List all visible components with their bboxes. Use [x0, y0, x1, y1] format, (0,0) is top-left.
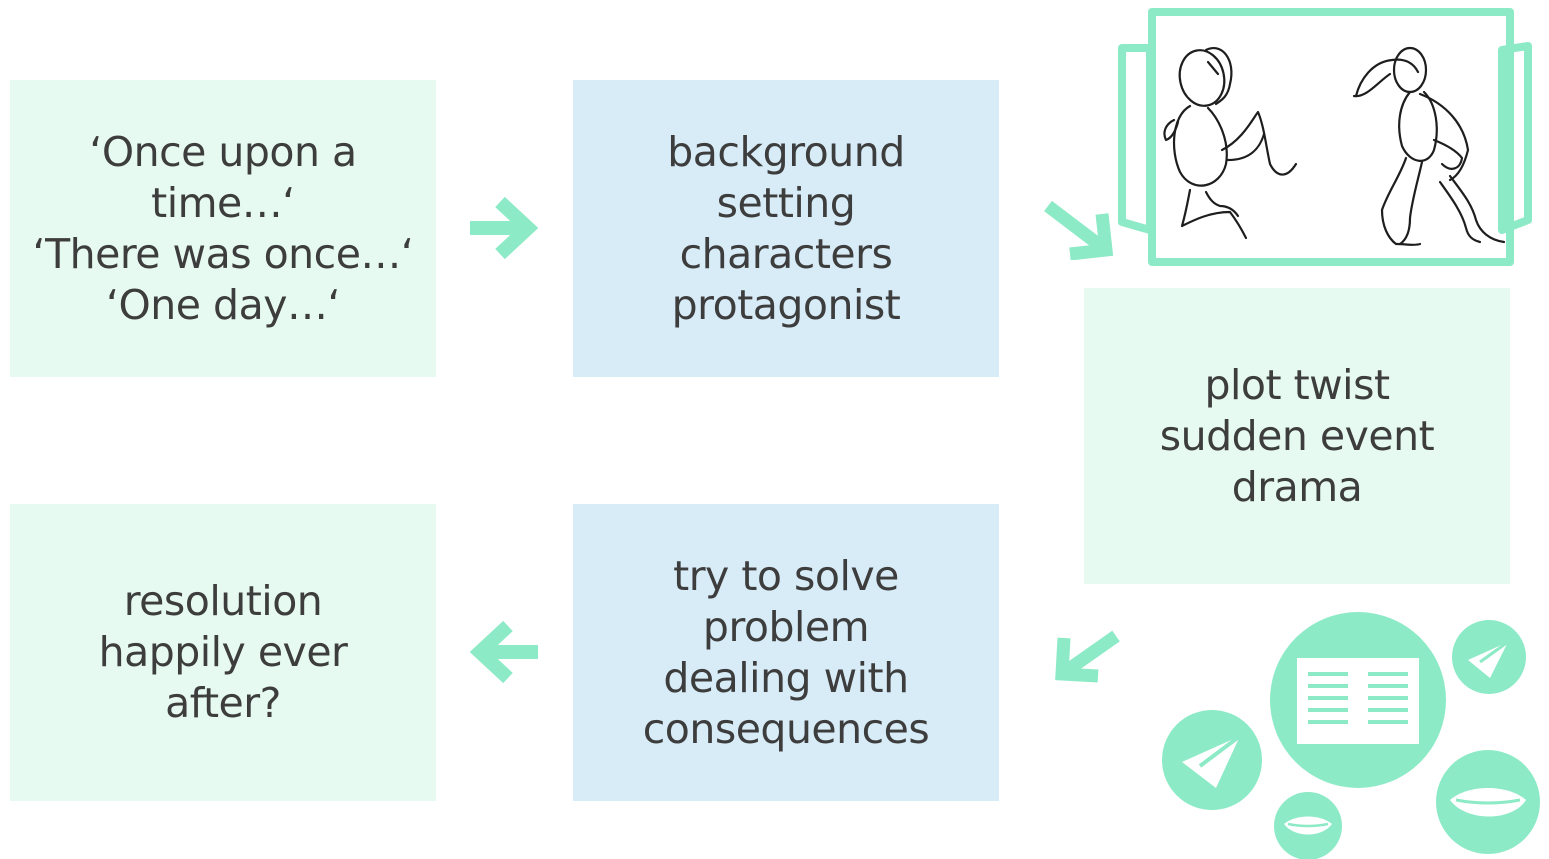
box-opening: ‘Once upon a time…‘ ‘There was once…‘ ‘O… — [10, 80, 436, 377]
box-conflict: plot twist sudden event drama — [1084, 288, 1510, 584]
exposition-line-3: characters — [679, 229, 893, 278]
arrow-down-left-icon — [1055, 630, 1120, 683]
opening-line-2: ‘There was once…‘ — [32, 229, 414, 278]
arrow-down-right-icon — [1044, 200, 1114, 260]
media-cluster — [1162, 612, 1540, 859]
conflict-line-2: sudden event — [1159, 411, 1435, 460]
lips-icon — [1274, 792, 1342, 859]
rising-line-2: dealing with consequences — [642, 653, 930, 753]
box-exposition: background setting characters protagonis… — [573, 80, 999, 377]
exposition-line-2: setting — [716, 178, 856, 227]
arrow-right-icon — [470, 196, 539, 260]
newspaper-icon — [1270, 612, 1446, 788]
paper-plane-icon — [1162, 710, 1262, 810]
conflict-line-3: drama — [1231, 462, 1363, 511]
rising-line-1: try to solve problem — [673, 551, 899, 651]
box-ending: resolution happily ever after? — [10, 504, 436, 801]
conflict-line-1: plot twist — [1204, 360, 1390, 409]
exposition-line-4: protagonist — [671, 280, 901, 329]
opening-line-1: ‘Once upon a time…‘ — [89, 127, 357, 227]
ending-line-2: happily ever after? — [98, 628, 348, 727]
exposition-line-1: background — [667, 127, 905, 176]
sketch-frame-icon — [1118, 8, 1532, 266]
opening-line-3: ‘One day…‘ — [106, 280, 341, 329]
lips-icon — [1436, 750, 1540, 854]
arrow-left-icon — [469, 620, 538, 684]
ending-line-1: resolution — [123, 577, 323, 625]
box-rising-action: try to solve problem dealing with conseq… — [573, 504, 999, 801]
paper-plane-icon — [1452, 620, 1526, 694]
